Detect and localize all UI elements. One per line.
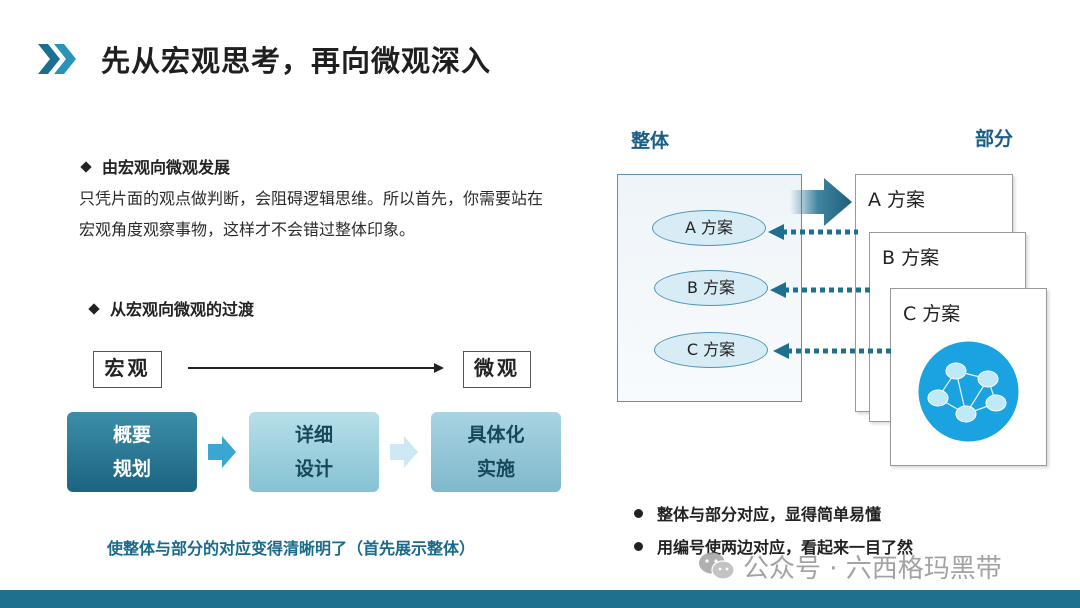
- chevron-arrow-icon: [208, 436, 236, 468]
- bottom-bar: [0, 590, 1080, 608]
- step-line: 详细: [294, 424, 333, 446]
- whole-label: 整体: [631, 130, 670, 152]
- chevron-right-icon: [38, 44, 76, 74]
- right-bullet-text: 用编号使两边对应，看起来一目了然: [657, 538, 914, 557]
- bullet-heading-2: 从宏观向微观的过渡: [88, 296, 255, 320]
- dot-bullet-icon: [634, 509, 643, 518]
- dotted-arrow-left-icon: [770, 282, 870, 298]
- dotted-arrow-left-icon: [773, 343, 891, 359]
- step-overview-planning: 概要 规划: [67, 412, 197, 492]
- watermark-text: 公众号 · 六西格玛黑带: [743, 553, 1002, 584]
- card-label: A 方案: [868, 189, 926, 211]
- network-icon: [918, 341, 1019, 442]
- step-line: 概要: [112, 424, 151, 446]
- step-detailed-design: 详细 设计: [249, 412, 379, 492]
- bullet-heading-text: 从宏观向微观的过渡: [110, 300, 255, 319]
- oval-plan-a: A 方案: [652, 210, 766, 246]
- card-label: C 方案: [903, 303, 961, 325]
- step-line: 具体化: [467, 424, 525, 446]
- bullet-paragraph: 只凭片面的观点做判断，会阻碍逻辑思维。所以首先，你需要站在宏观角度观察事物，这样…: [79, 189, 544, 239]
- dot-bullet-icon: [634, 542, 643, 551]
- right-bullet-text: 整体与部分对应，显得简单易懂: [657, 505, 882, 524]
- wechat-icon: [699, 552, 735, 580]
- diamond-bullet-icon: [80, 160, 92, 173]
- micro-box: 微观: [463, 351, 531, 388]
- big-arrow-right-icon: [790, 178, 852, 226]
- card-label: B 方案: [882, 247, 940, 269]
- step-implementation: 具体化 实施: [431, 412, 561, 492]
- step-line: 实施: [476, 458, 515, 480]
- watermark: 公众号 · 六西格玛黑带: [697, 548, 1002, 584]
- page-title: 先从宏观思考，再向微观深入: [101, 44, 492, 78]
- step-line: 设计: [294, 458, 333, 480]
- oval-plan-c: C 方案: [654, 332, 768, 368]
- arrow-right-icon: [188, 363, 444, 373]
- macro-box: 宏观: [93, 351, 162, 388]
- dotted-arrow-left-icon: [768, 224, 858, 240]
- part-label: 部分: [975, 128, 1014, 150]
- diamond-bullet-icon: [88, 302, 100, 315]
- chevron-arrow-icon: [390, 436, 418, 468]
- step-line: 规划: [112, 458, 151, 480]
- bullet-heading-1: 由宏观向微观发展: [80, 154, 231, 178]
- diagram-caption: 使整体与部分的对应变得清晰明了（首先展示整体）: [107, 539, 476, 558]
- right-bullet-1: 整体与部分对应，显得简单易懂: [634, 501, 881, 525]
- bullet-heading-text: 由宏观向微观发展: [102, 158, 231, 177]
- oval-plan-b: B 方案: [654, 270, 768, 306]
- right-bullet-2: 用编号使两边对应，看起来一目了然: [634, 534, 913, 558]
